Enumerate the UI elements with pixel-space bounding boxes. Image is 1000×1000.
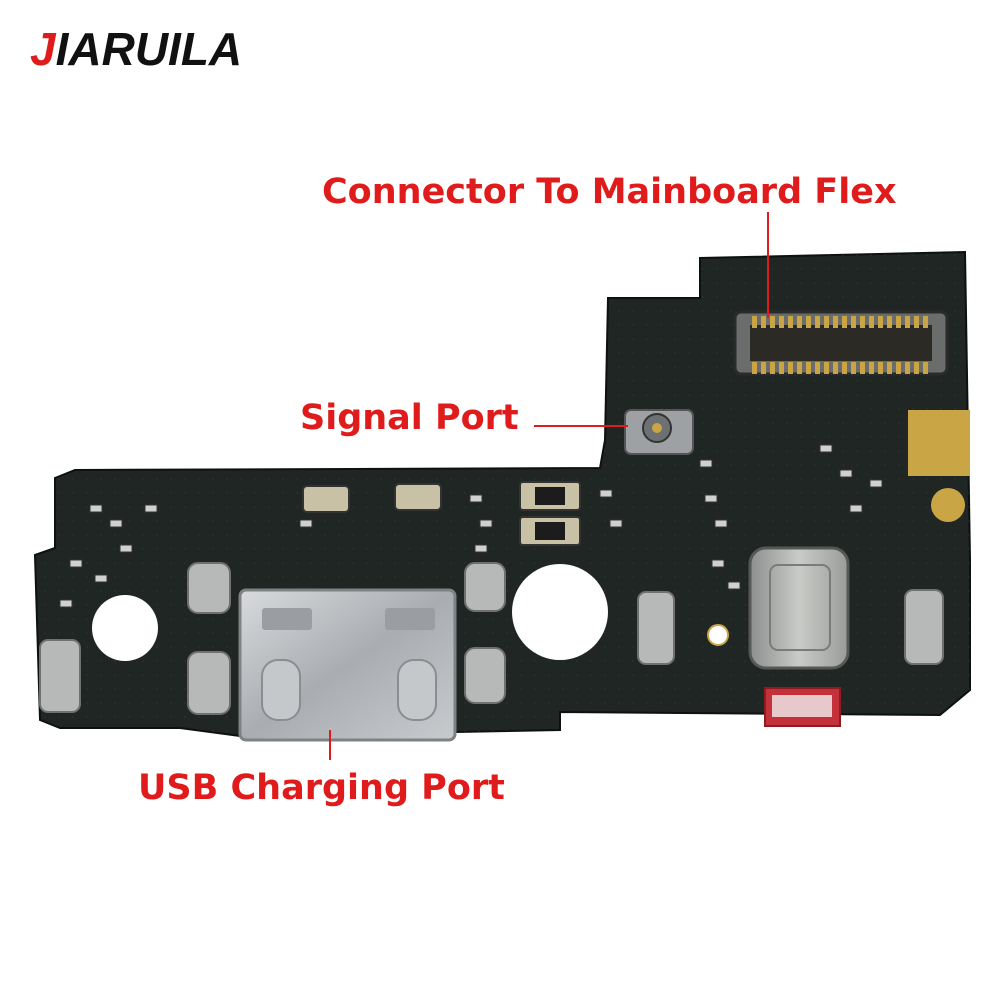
smd-component [89,504,103,513]
usb-charging-port [238,588,457,742]
smd-component [474,544,488,553]
connector-callout-label: Connector To Mainboard Flex [322,172,897,212]
smd-component [714,519,728,528]
mount-hole [92,595,158,661]
smd-component [711,559,725,568]
vibration-motor [748,546,850,670]
smd-component [849,504,863,513]
mainboard-flex-connector [733,310,949,376]
smd-component [299,519,313,528]
smd-component [699,459,713,468]
smd-component [704,494,718,503]
smd-component [59,599,73,608]
signal-callout-label: Signal Port [300,398,519,438]
smd-component [69,559,83,568]
usb-callout-label: USB Charging Port [138,768,505,808]
brand-logo: JIARUILA [30,23,243,75]
mount-hole [512,564,608,660]
signal-port [624,409,694,455]
mount-hole [707,624,729,646]
smd-component [119,544,133,553]
smd-component [609,519,623,528]
smd-component [144,504,158,513]
smd-component [469,494,483,503]
smd-component [109,519,123,528]
smd-component [869,479,883,488]
smd-component [819,444,833,453]
smd-component [599,489,613,498]
smd-component [727,581,741,590]
smd-component [479,519,493,528]
smd-component [94,574,108,583]
smd-component [839,469,853,478]
